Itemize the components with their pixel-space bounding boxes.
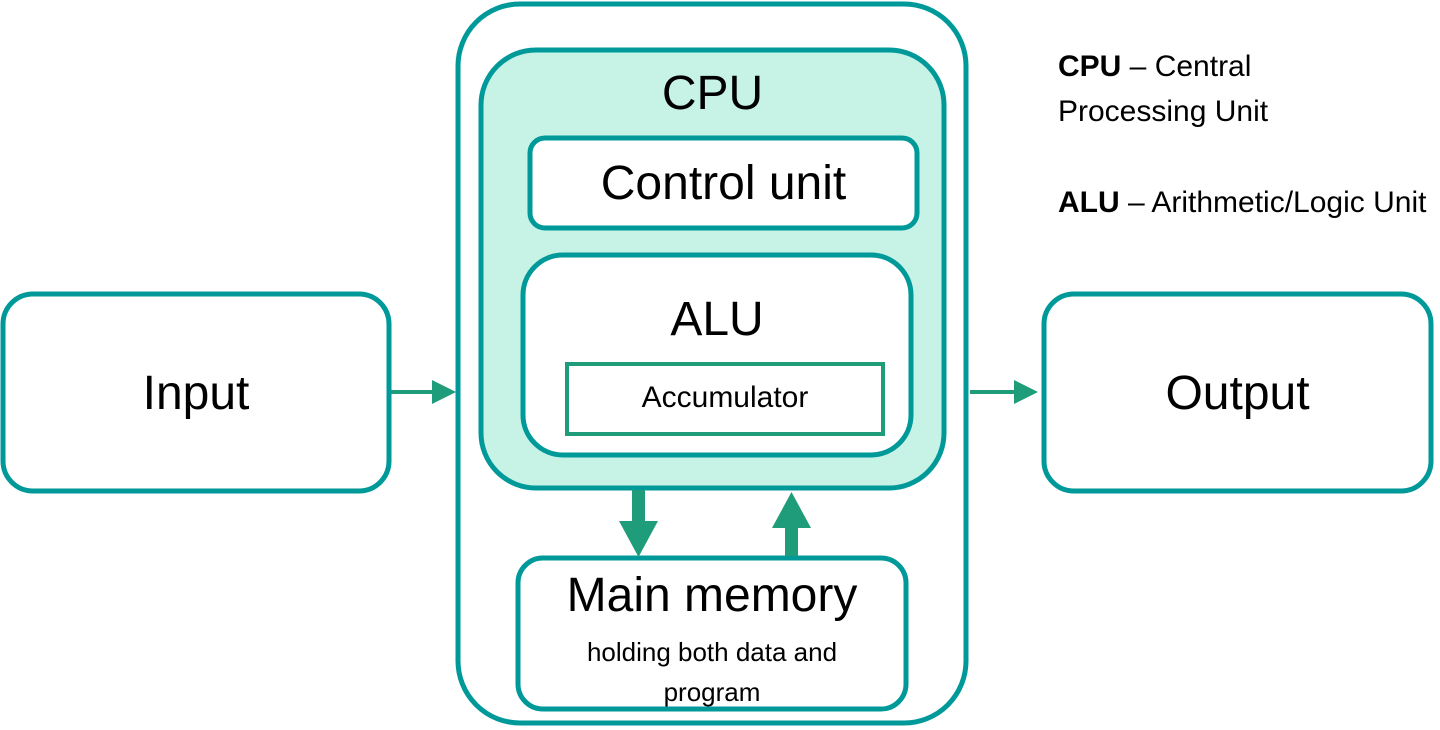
control-unit-label: Control unit <box>600 157 847 210</box>
accumulator-box <box>565 362 885 436</box>
control-unit-box <box>527 135 920 231</box>
legend-cpu: CPU – Central Processing Unit <box>1058 44 1318 134</box>
main-memory-sublabel: holding both data and program <box>586 637 838 707</box>
output-box <box>1041 291 1434 494</box>
legend-alu-text: – Arithmetic/Logic Unit <box>1119 186 1427 219</box>
cpu-label: CPU <box>661 67 764 120</box>
cpu-to-memory-arrow <box>619 490 658 557</box>
input-label: Input <box>142 367 250 420</box>
legend-cpu-abbr: CPU <box>1058 50 1122 83</box>
legend-alu: ALU – Arithmetic/Logic Unit <box>1058 180 1428 225</box>
main-memory-label: Main memory <box>566 569 858 622</box>
input-box <box>0 291 392 494</box>
main-memory-box <box>515 555 909 712</box>
memory-to-cpu-arrow <box>772 492 811 556</box>
legend-alu-abbr: ALU <box>1058 186 1120 219</box>
alu-label: ALU <box>670 293 764 346</box>
accumulator-label: Accumulator <box>641 381 809 414</box>
legend-cpu-text: – Central Processing Unit <box>1058 50 1269 128</box>
output-label: Output <box>1165 367 1310 420</box>
